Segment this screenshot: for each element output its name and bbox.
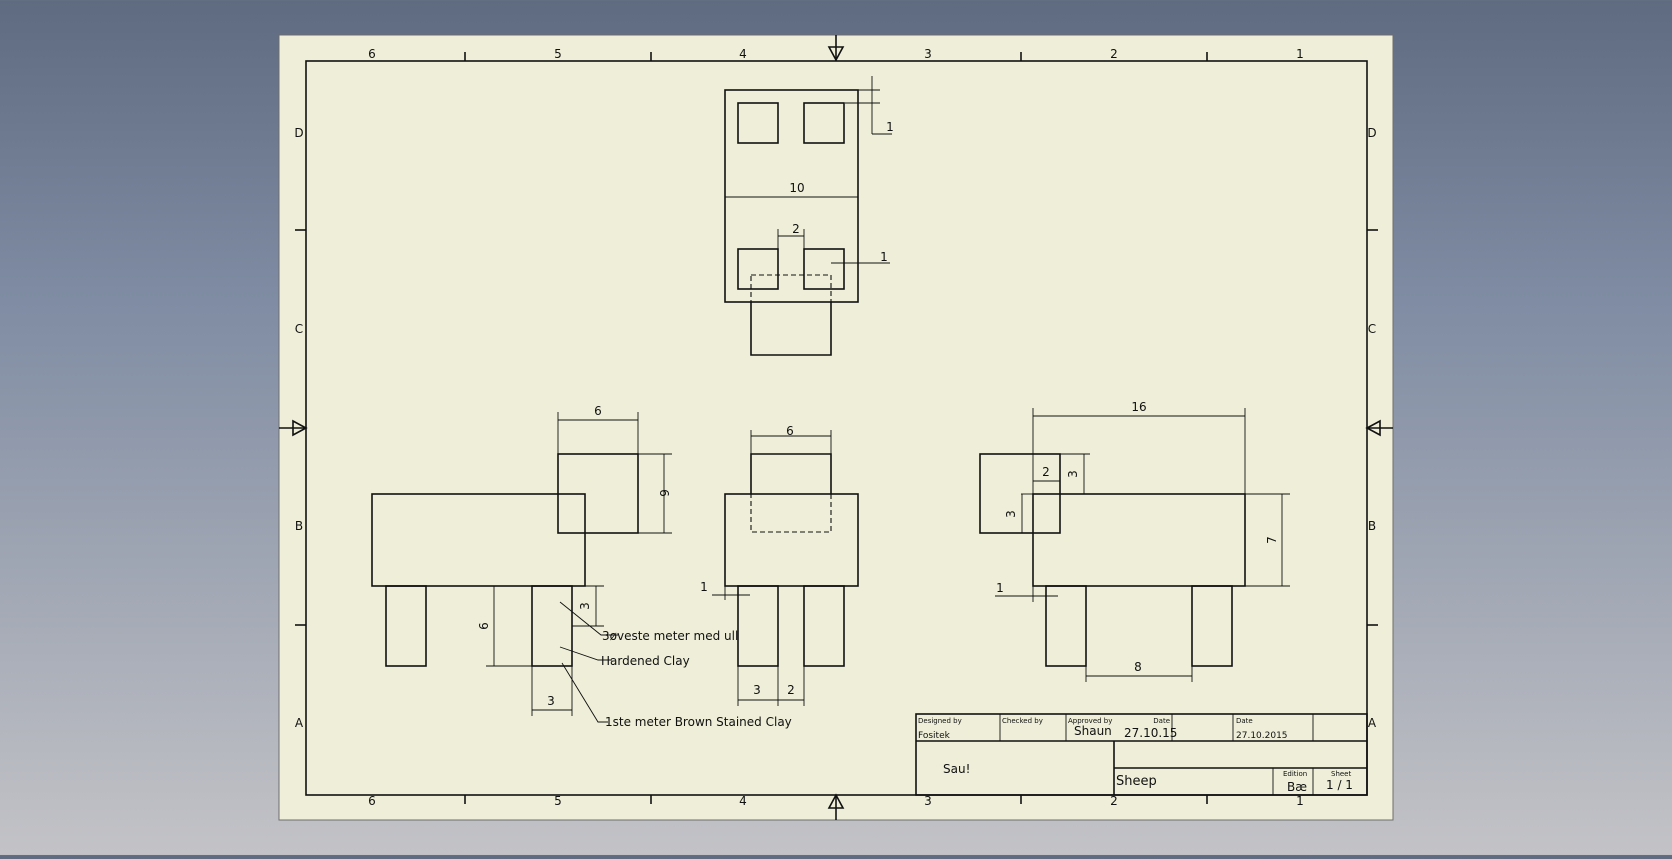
dim-left-head-height: 6 xyxy=(657,489,671,497)
dim-top-width: 10 xyxy=(789,181,804,195)
left-side-view: 6 6 6 3 3 3øveste meter med ull Hardened… xyxy=(371,404,792,729)
sheet-label: Sheet xyxy=(1331,770,1351,778)
row-label-left: C xyxy=(295,322,303,336)
right-side-view: 16 2 3 3 7 1 8 xyxy=(979,400,1290,682)
dim-front-leg-width: 3 xyxy=(753,683,761,697)
dim-top-side-offset: 1 xyxy=(880,250,888,264)
row-label-right: A xyxy=(1368,716,1377,730)
dim-right-head-gap: 2 xyxy=(1042,465,1050,479)
col-label-top: 5 xyxy=(554,47,562,61)
col-label-bottom: 5 xyxy=(554,794,562,808)
top-view: 1 10 2 1 xyxy=(724,76,894,356)
dim-left-head-width: 6 xyxy=(594,404,602,418)
designed-by-label: Designed by xyxy=(918,717,962,725)
dim-top-eye-offset: 1 xyxy=(886,120,894,134)
top-view-leg-br xyxy=(803,248,845,290)
top-view-head xyxy=(750,302,832,356)
annotation-wool: 3øveste meter med ull xyxy=(602,629,738,643)
row-label-right: D xyxy=(1367,126,1376,140)
checked-by-label: Checked by xyxy=(1002,717,1043,725)
annotation-hardened-clay: Hardened Clay xyxy=(601,654,690,668)
row-label-left: D xyxy=(294,126,303,140)
left-view-head xyxy=(557,453,639,534)
centering-marks xyxy=(279,35,1393,820)
drawing-title: Sheep xyxy=(1116,774,1157,789)
date-value: 27.10.2015 xyxy=(1236,731,1288,741)
front-view: 6 1 3 2 xyxy=(700,424,859,706)
edition-label: Edition xyxy=(1283,770,1307,778)
col-label-top: 3 xyxy=(924,47,932,61)
col-label-top: 2 xyxy=(1110,47,1118,61)
col-label-bottom: 6 xyxy=(368,794,376,808)
dim-right-head-top: 3 xyxy=(1066,470,1080,478)
dim-right-body-height: 7 xyxy=(1265,536,1279,544)
dim-front-leg-offset: 1 xyxy=(700,580,708,594)
sheet-paper xyxy=(278,34,1394,821)
front-view-head xyxy=(750,453,832,494)
date-label: Date xyxy=(1236,717,1253,725)
top-view-leg-tl xyxy=(737,102,779,144)
dim-right-total-length: 16 xyxy=(1131,400,1146,414)
dim-right-head-side: 3 xyxy=(1004,510,1018,518)
title-block: Designed by Fositek Checked by Approved … xyxy=(915,713,1368,796)
front-view-head-hidden xyxy=(750,493,832,533)
row-label-left: B xyxy=(295,519,303,533)
right-view-body xyxy=(1032,493,1246,587)
sheet-value: 1 / 1 xyxy=(1326,778,1353,792)
top-view-leg-bl xyxy=(737,248,779,290)
col-label-bottom: 3 xyxy=(924,794,932,808)
front-view-leg-2 xyxy=(803,585,845,667)
col-label-bottom: 4 xyxy=(739,794,747,808)
top-view-leg-tr xyxy=(803,102,845,144)
dim-left-wool-height: 3 xyxy=(578,602,592,610)
front-view-leg-1 xyxy=(737,585,779,667)
col-label-top: 4 xyxy=(739,47,747,61)
left-view-body xyxy=(371,493,586,587)
approved-by-label: Approved by xyxy=(1068,717,1112,725)
col-label-bottom: 1 xyxy=(1296,794,1304,808)
dim-top-gap: 2 xyxy=(792,222,800,236)
zone-labels: 6 5 4 3 2 1 6 5 4 3 2 1 D C B A D C B A xyxy=(294,47,1377,808)
left-view-leg-1 xyxy=(385,585,427,667)
right-view-leg-2 xyxy=(1191,585,1233,667)
dim-left-leg-height: 6 xyxy=(477,622,491,630)
approved-date-label: Date xyxy=(1153,717,1170,725)
top-view-head-hidden xyxy=(750,274,832,303)
row-label-right: C xyxy=(1368,322,1376,336)
dim-front-head-width: 6 xyxy=(786,424,794,438)
dim-front-leg-gap: 2 xyxy=(787,683,795,697)
dim-left-leg-width: 3 xyxy=(547,694,555,708)
right-view-leg-1 xyxy=(1045,585,1087,667)
right-view-head xyxy=(979,453,1061,534)
dim-right-leg-spacing: 8 xyxy=(1134,660,1142,674)
col-label-top: 6 xyxy=(368,47,376,61)
approved-date-value: 27.10.15 xyxy=(1124,726,1177,740)
row-label-right: B xyxy=(1368,519,1376,533)
annotation-brown-clay: 1ste meter Brown Stained Clay xyxy=(605,715,792,729)
edition-value: Bæ xyxy=(1287,780,1307,794)
row-label-left: A xyxy=(295,716,304,730)
col-label-top: 1 xyxy=(1296,47,1304,61)
col-label-bottom: 2 xyxy=(1110,794,1118,808)
designed-by-value: Fositek xyxy=(918,731,951,741)
dim-right-leg-offset: 1 xyxy=(996,581,1004,595)
zone-ticks xyxy=(295,52,1378,804)
approved-by-value: Shaun xyxy=(1074,724,1112,738)
company-name: Sau! xyxy=(943,762,970,776)
